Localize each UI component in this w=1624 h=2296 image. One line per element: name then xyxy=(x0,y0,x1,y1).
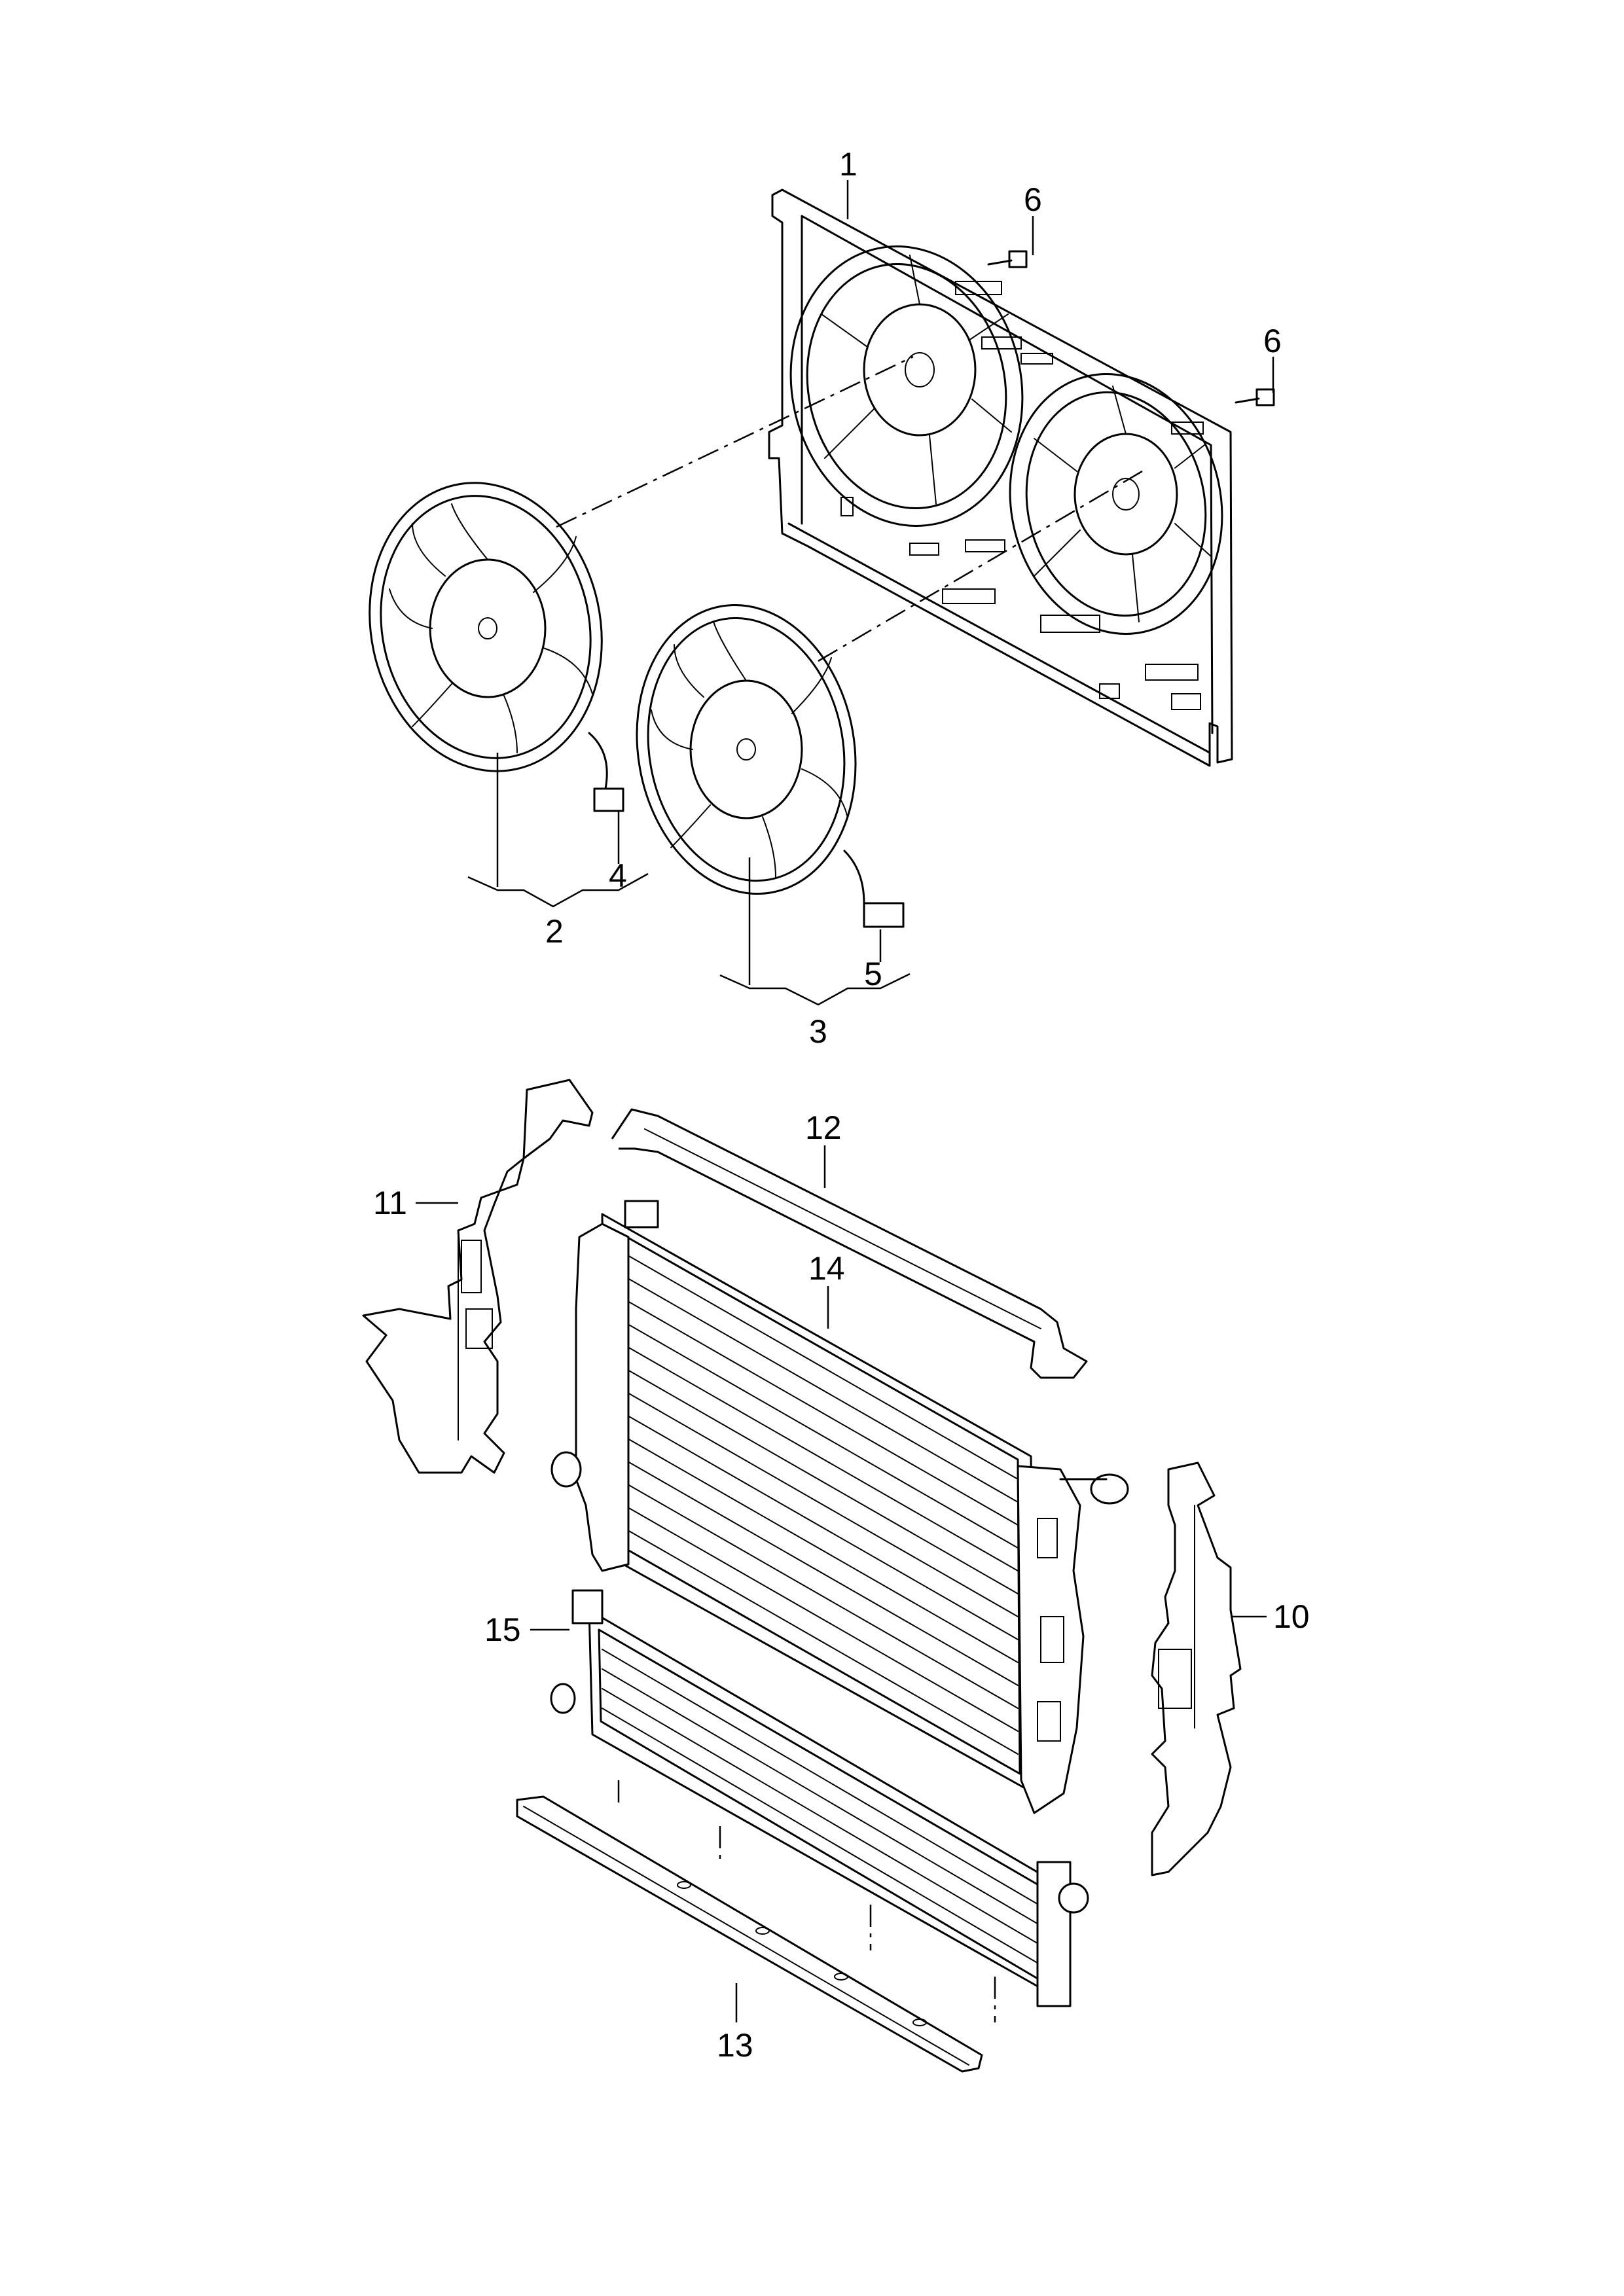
callout-2: 2 xyxy=(545,913,564,950)
fan-shroud xyxy=(768,188,1233,767)
callout-3: 3 xyxy=(809,1013,827,1050)
lower-trim-panel xyxy=(516,1780,996,2073)
fan-assembly-right xyxy=(636,604,905,928)
screw-lower xyxy=(1235,388,1275,406)
fan-assembly-left xyxy=(369,482,624,812)
callout-10: 10 xyxy=(1273,1598,1310,1635)
air-guide-left xyxy=(362,1079,594,1474)
callout-13: 13 xyxy=(717,2027,753,2064)
callout-1: 1 xyxy=(839,146,857,183)
callout-6-lower: 6 xyxy=(1263,323,1282,359)
callout-5: 5 xyxy=(864,956,882,992)
callout-11: 11 xyxy=(373,1185,407,1221)
screw-upper xyxy=(987,250,1028,268)
air-guide-right xyxy=(1151,1462,1242,1876)
seal-strip xyxy=(611,1108,1088,1379)
callout-labels: 1 6 6 4 2 5 3 12 11 14 10 15 13 xyxy=(373,146,1310,2064)
radiator xyxy=(550,1200,1129,1814)
leader-lines xyxy=(416,180,1274,2022)
callout-6-upper: 6 xyxy=(1024,181,1042,218)
assembly-lines xyxy=(556,355,1143,662)
callout-4: 4 xyxy=(609,857,627,894)
callout-14: 14 xyxy=(808,1250,845,1287)
callout-15: 15 xyxy=(484,1611,521,1648)
auxiliary-cooler xyxy=(550,1589,1089,2007)
callout-12: 12 xyxy=(805,1109,842,1146)
